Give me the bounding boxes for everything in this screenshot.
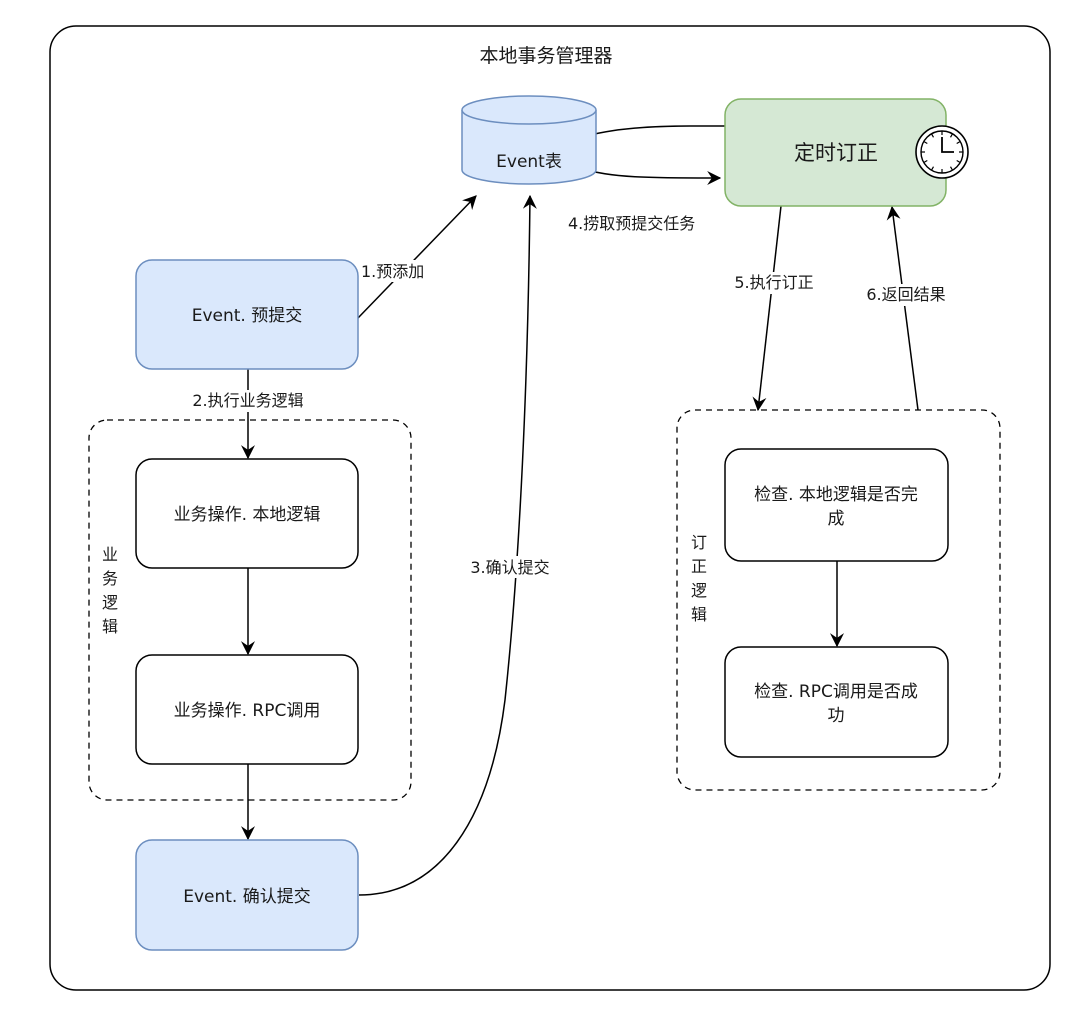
svg-text:辑: 辑 xyxy=(691,605,707,624)
edge-label-execute-correction-group: 5.执行订正 xyxy=(720,272,830,294)
container-title: 本地事务管理器 xyxy=(479,45,612,67)
svg-text:订: 订 xyxy=(691,533,707,552)
business-rpc-call-node[interactable]: 业务操作. RPC调用 xyxy=(135,654,359,765)
event-table-node[interactable]: Event表 xyxy=(461,95,597,185)
check-local-logic-node[interactable]: 检查. 本地逻辑是否完 成 xyxy=(724,448,949,562)
check-local-logic-label-line2: 成 xyxy=(828,509,845,529)
edge-label-execute-business-logic-group: 2.执行业务逻辑 xyxy=(170,390,328,412)
edge-label-execute-correction: 5.执行订正 xyxy=(734,273,813,292)
svg-text:业: 业 xyxy=(102,545,118,564)
edge-label-return-result: 6.返回结果 xyxy=(866,285,945,304)
edge-return-result[interactable] xyxy=(886,205,919,411)
edge-label-pre-add-group: 1.预添加 xyxy=(360,260,442,282)
business-local-logic-node[interactable]: 业务操作. 本地逻辑 xyxy=(135,458,359,569)
edge-label-fetch-precommit: 4.捞取预提交任务 xyxy=(568,214,695,233)
check-rpc-call-node[interactable]: 检查. RPC调用是否成 功 xyxy=(724,646,949,758)
scheduled-correction-node[interactable]: 定时订正 xyxy=(724,98,947,207)
svg-text:辑: 辑 xyxy=(102,617,118,636)
edge-label-pre-add: 1.预添加 xyxy=(361,262,424,281)
scheduled-correction-label: 定时订正 xyxy=(794,141,878,165)
svg-text:逻: 逻 xyxy=(102,593,118,612)
event-confirm-commit-node[interactable]: Event. 确认提交 xyxy=(135,839,359,951)
business-rpc-call-label: 业务操作. RPC调用 xyxy=(174,701,321,721)
edge-execute-correction[interactable] xyxy=(752,205,782,412)
svg-text:逻: 逻 xyxy=(691,581,707,600)
business-local-logic-label: 业务操作. 本地逻辑 xyxy=(174,505,321,525)
business-logic-group-label: 业 务 逻 辑 xyxy=(102,545,118,636)
event-confirm-commit-label: Event. 确认提交 xyxy=(183,887,311,907)
correction-logic-group[interactable] xyxy=(676,409,1001,791)
event-table-label: Event表 xyxy=(496,152,562,172)
business-logic-group[interactable] xyxy=(88,419,412,801)
clock-icon xyxy=(915,125,969,179)
edge-pre-add[interactable] xyxy=(357,195,477,319)
check-rpc-call-label-line1: 检查. RPC调用是否成 xyxy=(754,682,918,702)
event-pre-commit-label: Event. 预提交 xyxy=(192,306,303,326)
edge-label-return-result-group: 6.返回结果 xyxy=(852,284,962,306)
edge-confirm-commit[interactable] xyxy=(358,194,537,896)
edge-label-confirm-commit: 3.确认提交 xyxy=(470,558,549,577)
svg-text:正: 正 xyxy=(691,557,707,576)
correction-logic-group-label: 订 正 逻 辑 xyxy=(691,533,707,624)
edge-label-execute-business-logic: 2.执行业务逻辑 xyxy=(192,391,303,410)
check-rpc-call-label-line2: 功 xyxy=(828,706,845,726)
svg-text:务: 务 xyxy=(102,569,118,588)
edge-label-confirm-commit-group: 3.确认提交 xyxy=(454,556,566,578)
event-pre-commit-node[interactable]: Event. 预提交 xyxy=(135,259,359,370)
check-local-logic-label-line1: 检查. 本地逻辑是否完 xyxy=(754,485,918,505)
edge-label-fetch-precommit-group: 4.捞取预提交任务 xyxy=(568,214,695,233)
